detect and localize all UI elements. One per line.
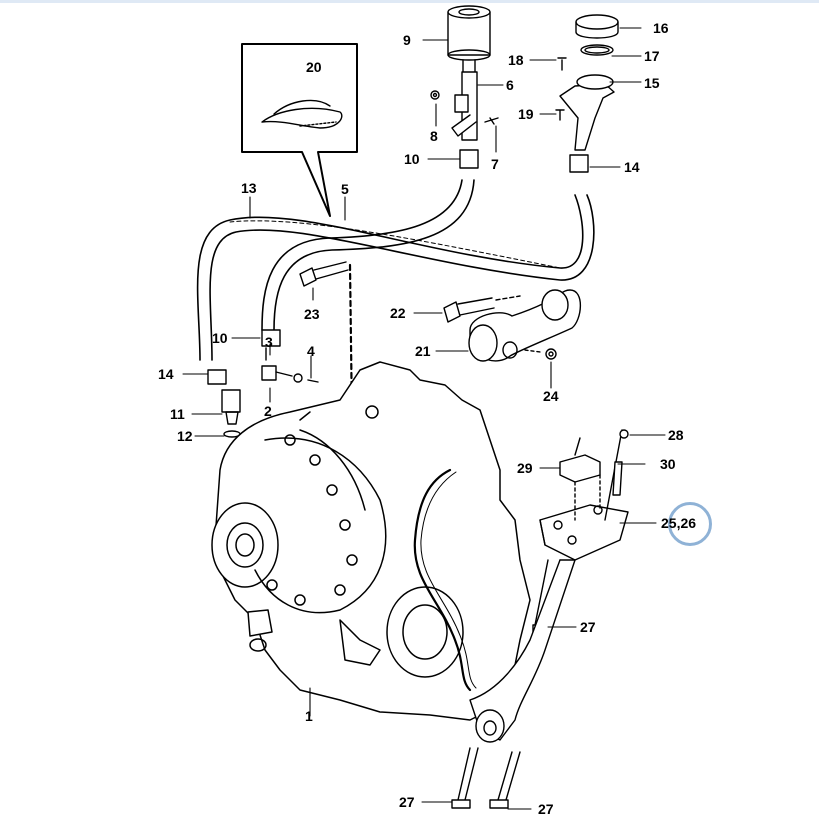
inset-box-cable-tie [241,43,358,217]
callout-5: 5 [341,181,349,197]
callout-23: 23 [304,306,320,322]
callout-11: 11 [170,406,185,422]
callout-21: 21 [415,343,431,359]
hose-5 [261,179,475,331]
callout-15: 15 [644,75,660,91]
callout-7: 7 [491,156,499,172]
breather-cap [430,5,499,169]
top-border [0,0,819,3]
callout-27-lower-left: 27 [399,794,415,810]
callout-14-right: 14 [624,159,640,175]
callout-3: 3 [265,334,273,350]
highlight-circle [668,502,712,546]
callout-30: 30 [660,456,676,472]
transfer-case-housing [211,361,531,721]
callout-8: 8 [430,128,438,144]
left-fittings [207,329,319,438]
callout-27-upper: 27 [580,619,596,635]
mount-bracket [443,289,582,362]
callout-14-left: 14 [158,366,174,382]
callout-28: 28 [668,427,684,443]
callout-25-26: 25,26 [661,515,697,531]
hose-hidden-section [229,220,561,269]
callout-10-left: 10 [212,330,228,346]
callout-19: 19 [518,106,534,122]
rear-mount-assembly [451,429,629,809]
callout-9: 9 [403,32,411,48]
callout-18: 18 [508,52,524,68]
callout-24: 24 [543,388,559,404]
callout-17: 17 [644,48,660,64]
callout-6: 6 [506,77,514,93]
callout-22: 22 [390,305,406,321]
callout-2: 2 [264,403,272,419]
callout-20: 20 [306,59,322,75]
callout-10-top: 10 [404,151,420,167]
filler-cap-assembly [555,14,619,173]
callout-4: 4 [307,343,315,359]
callout-29: 29 [517,460,533,476]
callout-27-lower-right: 27 [538,801,554,817]
callout-1: 1 [305,708,313,724]
callout-13: 13 [241,180,257,196]
leader-lines [182,27,666,810]
callout-12: 12 [177,428,193,444]
callout-16: 16 [653,20,669,36]
